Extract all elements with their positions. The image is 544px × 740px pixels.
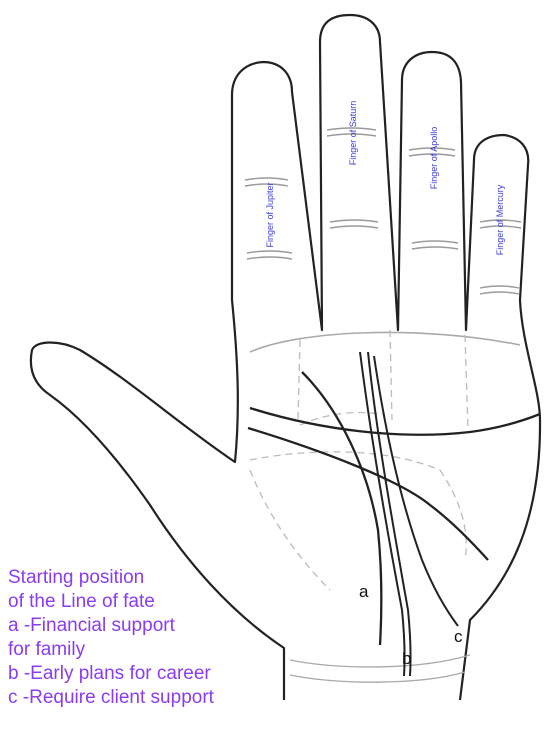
fate-label-a: a [359,582,369,601]
finger-label-apollo: Finger of Apollo [429,127,439,190]
finger-label-jupiter: Finger of Jupiter [265,182,275,247]
finger-label-saturn: Finger of Saturn [348,101,358,166]
finger-creases [245,128,521,294]
head-line [248,428,488,560]
caption-line: a -Financial support [8,614,308,638]
caption-block: Starting position of the Line of fate a … [8,566,308,710]
caption-line: of the Line of fate [8,590,308,614]
caption-line: Starting position [8,566,308,590]
fate-line-b [360,352,405,676]
wrist-arc-2 [290,672,465,682]
fate-label-b: b [402,649,411,668]
wrist-arc [290,655,470,667]
fate-label-c: c [454,627,463,646]
heart-line [250,408,540,435]
caption-line: b -Early plans for career [8,662,308,686]
finger-label-mercury: Finger of Mercury [495,184,505,255]
caption-line: c -Require client support [8,686,308,710]
caption-line: for family [8,638,308,662]
finger-base-arc [250,332,520,352]
